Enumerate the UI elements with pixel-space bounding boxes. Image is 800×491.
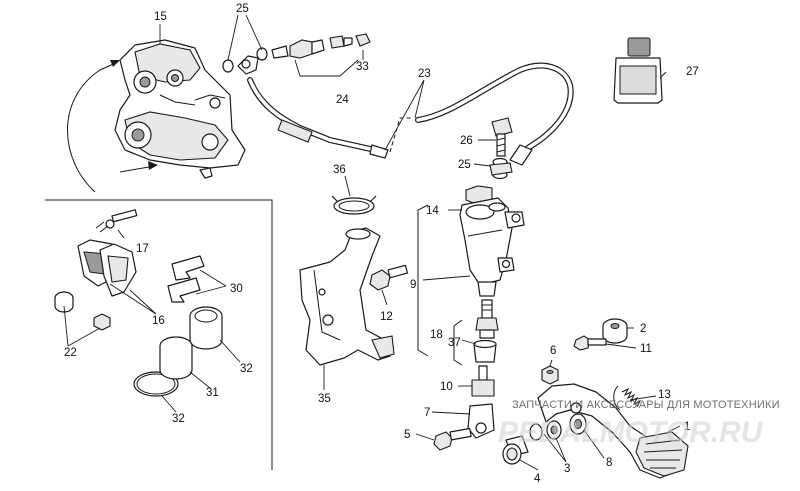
brake-pedal-1 (537, 383, 689, 479)
pad-pin-17 (95, 209, 138, 233)
pushrod-18 (475, 299, 499, 339)
callout-36: 36 (333, 164, 346, 176)
callout-5: 5 (404, 429, 410, 441)
inset-frame (45, 199, 273, 470)
callout-12: 12 (380, 311, 393, 323)
bleeder-screw (271, 35, 353, 59)
brake-pads-16 (77, 239, 137, 297)
spacer-2 (602, 318, 628, 344)
callout-10: 10 (440, 381, 453, 393)
watermark-caption: ЗАПЧАСТИ И АКСЕССУАРЫ ДЛЯ МОТОТЕХНИКИ (512, 399, 780, 411)
nut-6 (541, 365, 559, 385)
brake-fluid-bottle (613, 37, 663, 104)
piston-seals-32 (133, 306, 223, 397)
pivot-bolt-4 (502, 435, 529, 465)
pad-spring-30 (167, 255, 205, 303)
piston-31 (159, 336, 193, 380)
return-spring-13 (613, 385, 642, 411)
callout-labels: 15 25 33 24 23 27 36 26 25 14 9 12 17 30… (64, 3, 699, 485)
callout-14: 14 (426, 205, 439, 217)
bolt-12 (369, 264, 409, 291)
callout-24: 24 (336, 94, 349, 106)
banjo-washers-right (489, 157, 513, 180)
clamp-ring-36 (331, 195, 377, 215)
brake-hose (247, 62, 574, 166)
clevis-fork-7 (467, 403, 495, 439)
callout-27: 27 (686, 66, 699, 78)
callout-15: 15 (154, 11, 167, 23)
callout-16: 16 (152, 315, 165, 327)
banjo-fitting-top (237, 55, 259, 75)
banjo-bolt-26 (491, 117, 513, 157)
watermark: PEDALMOTOR.RU ЗАПЧАСТИ И АКСЕССУАРЫ ДЛЯ … (498, 399, 780, 449)
master-cylinder (459, 185, 525, 297)
leader-lines (63, 14, 681, 471)
callout-17: 17 (136, 243, 149, 255)
bolt-11 (573, 335, 607, 351)
callout-18: 18 (430, 329, 443, 341)
callout-11: 11 (640, 343, 652, 355)
clevis-10 (471, 365, 495, 397)
boot-37 (473, 339, 497, 363)
bracket-18-37 (453, 319, 463, 366)
plug-22 (54, 291, 111, 331)
callout-7: 7 (424, 407, 430, 419)
watermark-logo: PEDALMOTOR.RU (498, 416, 764, 449)
callout-1: 1 (684, 421, 690, 433)
callout-32-right: 32 (240, 363, 253, 375)
bleeder-cap (355, 33, 371, 47)
callout-8: 8 (606, 457, 612, 469)
callout-31: 31 (206, 387, 219, 399)
callout-2: 2 (640, 323, 646, 335)
master-cylinder-bracket-9 (417, 204, 429, 357)
pivot-bushing-8 (569, 413, 587, 435)
callout-9: 9 (410, 279, 416, 291)
callout-23: 23 (418, 68, 431, 80)
callout-33: 33 (356, 61, 369, 73)
brake-caliper (114, 39, 246, 179)
callout-26: 26 (460, 135, 473, 147)
callout-32-bottom: 32 (172, 413, 185, 425)
callout-13: 13 (658, 389, 671, 401)
callout-4: 4 (534, 473, 541, 485)
callout-3: 3 (564, 463, 570, 475)
callout-6: 6 (550, 345, 556, 357)
pivot-washers-3 (529, 420, 562, 441)
callout-25-right: 25 (458, 159, 471, 171)
callout-30: 30 (230, 283, 243, 295)
mounting-bracket-35 (299, 227, 395, 366)
banjo-washers-top (222, 47, 268, 73)
callout-37: 37 (448, 337, 461, 349)
caliper-arrow (67, 60, 158, 193)
callout-35: 35 (318, 393, 331, 405)
callout-25-top: 25 (236, 3, 249, 15)
bolt-5 (433, 427, 472, 451)
callout-22: 22 (64, 347, 77, 359)
